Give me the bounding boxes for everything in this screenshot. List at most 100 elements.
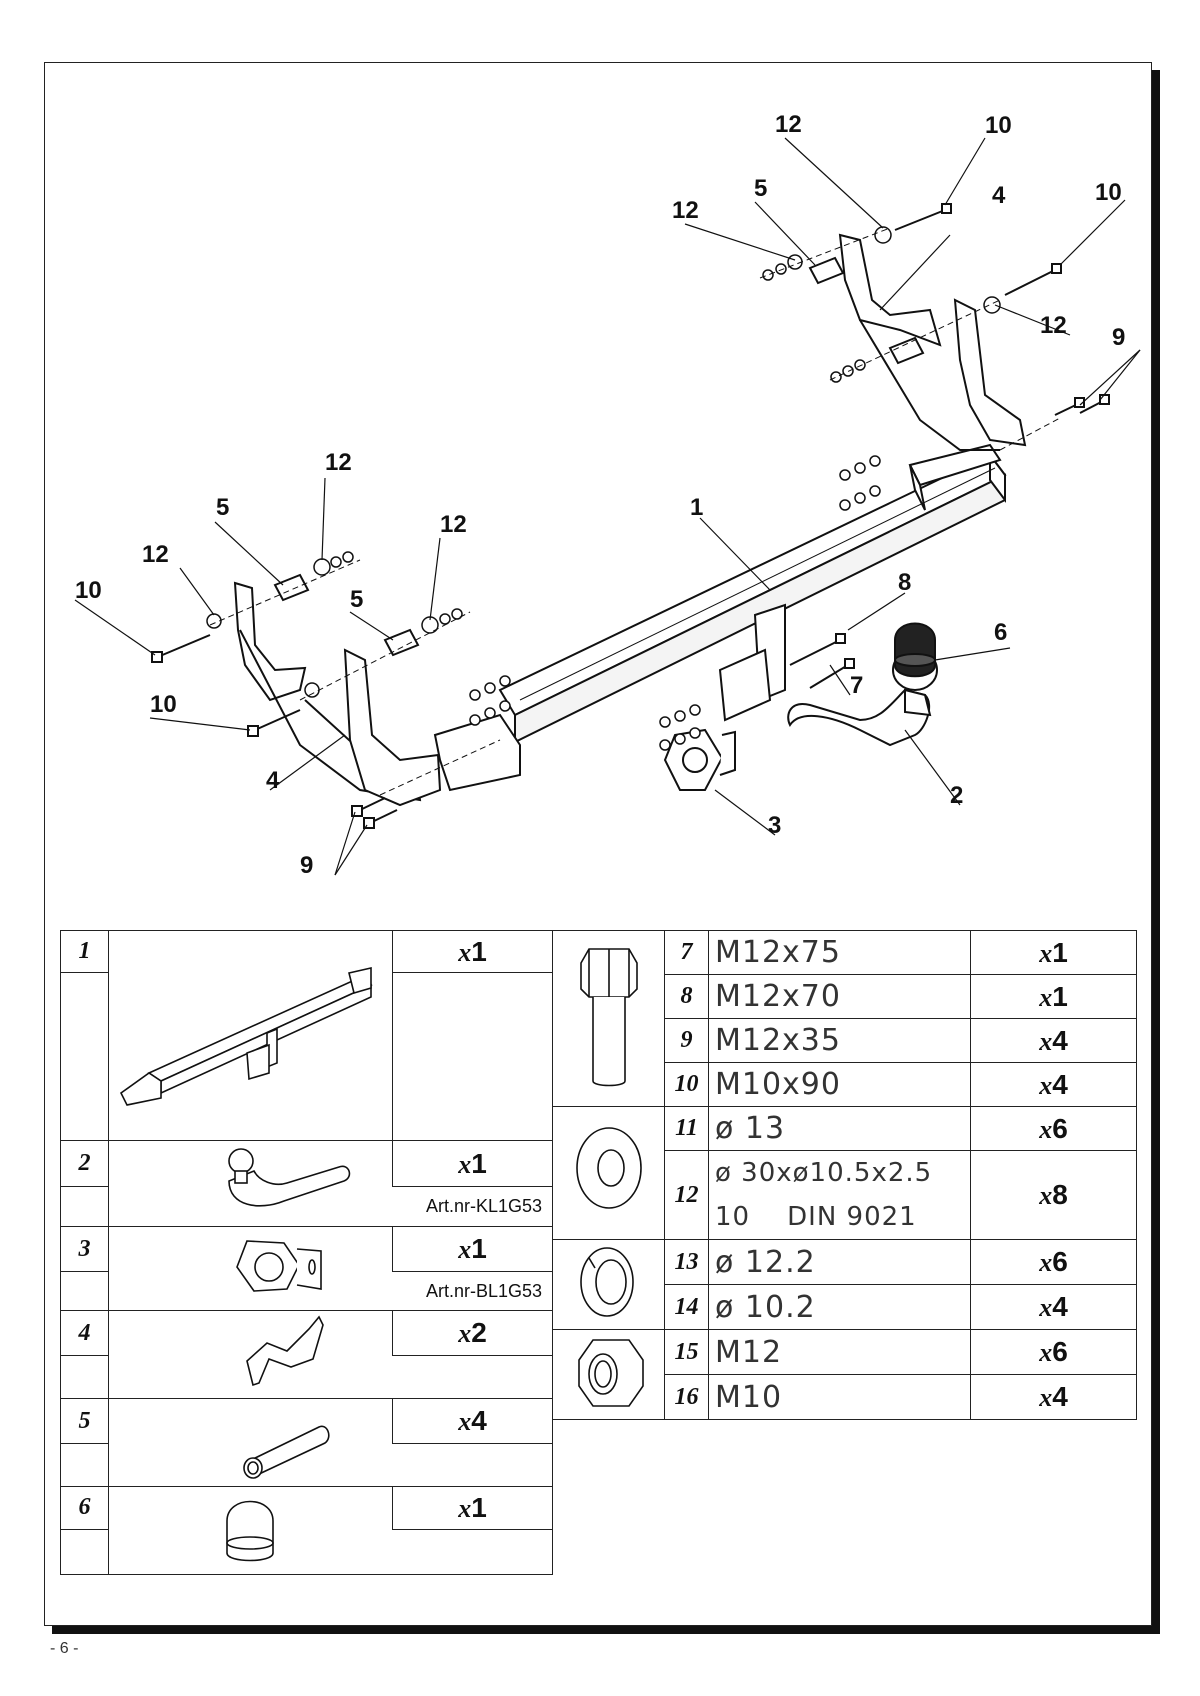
washer-spec: ø 30xø10.5x2.5 10 DIN 9021 [708, 1150, 971, 1240]
right-bracket-part-4 [838, 233, 1027, 451]
leader-lines [74, 137, 1141, 876]
quantity: x4 [970, 1062, 1137, 1107]
callout-labels: 1 2 3 4 4 5 5 5 6 7 8 9 9 10 10 10 10 12… [75, 111, 1125, 879]
quantity: x1 [392, 1486, 553, 1530]
callout: 12 [325, 449, 352, 476]
bolt-spec: M10x90 [708, 1062, 971, 1107]
bolt-spec: M12x70 [708, 974, 971, 1019]
callout: 2 [950, 782, 963, 809]
spring-washer-icon [579, 1247, 634, 1317]
part-image-cell [108, 1310, 393, 1399]
bolt-spec: M12x35 [708, 1018, 971, 1063]
callout: 12 [775, 111, 802, 138]
hex-nut-icon [577, 1339, 644, 1407]
callout: 3 [768, 812, 781, 839]
callout: 12 [672, 197, 699, 224]
part-number: 16 [664, 1374, 709, 1420]
exploded-assembly-diagram: 1 2 3 4 4 5 5 5 6 7 8 9 9 10 10 10 10 12… [74, 111, 1141, 879]
callout: 4 [266, 767, 280, 794]
part-image-cell [108, 1226, 393, 1311]
ball-cap-thumbnail [226, 1500, 274, 1562]
washer-image-cell [552, 1106, 665, 1240]
flat-washer-icon [575, 1126, 642, 1209]
part-number: 8 [664, 974, 709, 1019]
spacer-tube-thumbnail [243, 1425, 330, 1479]
quantity: x6 [970, 1329, 1137, 1375]
towball-thumbnail [228, 1148, 351, 1207]
part-number: 10 [664, 1062, 709, 1107]
part-number: 14 [664, 1284, 709, 1330]
article-number: Art.nr-KL1G53 [392, 1186, 553, 1227]
part-number: 9 [664, 1018, 709, 1063]
nut-spec: M10 [708, 1374, 971, 1420]
socket-plate-thumbnail [236, 1240, 322, 1292]
part-number: 15 [664, 1329, 709, 1375]
quantity: x1 [392, 1225, 553, 1273]
callout: 7 [850, 672, 863, 699]
quantity: x6 [970, 1239, 1137, 1285]
left-parts-table: 1 x1 2 [60, 930, 553, 1576]
spacer-tubes-part-5 [273, 256, 925, 657]
part-image-cell [108, 1140, 393, 1227]
callout: 5 [216, 494, 229, 521]
ball-cap-part-6 [894, 622, 936, 678]
socket-plate-part-3 [663, 728, 736, 791]
part-number: 12 [664, 1150, 709, 1240]
nut-image-cell [552, 1329, 665, 1420]
callout: 9 [1112, 324, 1125, 351]
assembly-axes [209, 227, 1061, 796]
quantity: x4 [970, 1374, 1137, 1420]
callout: 10 [75, 577, 102, 604]
quantity: x6 [970, 1106, 1137, 1151]
page-number: - 6 - [50, 1640, 79, 1657]
article-number: Art.nr-BL1G53 [392, 1271, 553, 1311]
nut-spec: M12 [708, 1329, 971, 1375]
quantity: x4 [970, 1018, 1137, 1063]
right-hardware-table: 7 M12x75 x1 8 M12x70 x1 9 M12x35 x4 10 M… [552, 930, 1137, 1420]
quantity: x2 [392, 1309, 553, 1357]
bolt-image-cell [552, 930, 665, 1107]
part-number: 6 [60, 1486, 109, 1530]
callout: 10 [985, 112, 1012, 139]
part-number: 5 [60, 1397, 109, 1445]
callout: 6 [994, 619, 1007, 646]
quantity: x8 [970, 1150, 1137, 1240]
bolt-icon [579, 948, 638, 1087]
part-image-cell [108, 1398, 393, 1487]
washer-spec: ø 13 [708, 1106, 971, 1151]
quantity: x4 [392, 1397, 553, 1445]
part-image-cell [108, 930, 393, 1141]
part-number: 2 [60, 1139, 109, 1188]
part-number: 13 [664, 1239, 709, 1285]
left-bracket-part-4 [233, 581, 442, 807]
bracket-thumbnail [246, 1315, 324, 1387]
callout: 12 [440, 511, 467, 538]
quantity: x1 [392, 1139, 553, 1188]
callout: 5 [350, 586, 363, 613]
spring-washer-image-cell [552, 1239, 665, 1330]
callout: 10 [1095, 179, 1122, 206]
callout: 9 [300, 852, 313, 879]
part-number: 7 [664, 930, 709, 975]
quantity: x1 [970, 974, 1137, 1019]
part-number: 11 [664, 1106, 709, 1151]
part-image-cell [108, 1486, 393, 1575]
bolts [151, 203, 1110, 829]
callout: 12 [142, 541, 169, 568]
crossbar-thumbnail [119, 966, 373, 1106]
callout: 12 [1040, 312, 1067, 339]
spring-washer-spec: ø 12.2 [708, 1239, 971, 1285]
spring-washer-spec: ø 10.2 [708, 1284, 971, 1330]
quantity: x4 [970, 1284, 1137, 1330]
callout: 8 [898, 569, 911, 596]
callout: 5 [754, 175, 767, 202]
quantity: x1 [970, 930, 1137, 975]
callout: 10 [150, 691, 177, 718]
part-number: 4 [60, 1309, 109, 1357]
callout: 1 [690, 494, 703, 521]
part-number: 3 [60, 1225, 109, 1273]
bolt-spec: M12x75 [708, 930, 971, 975]
callout: 4 [992, 182, 1006, 209]
quantity: x1 [392, 930, 553, 973]
crossbar-part-1 [433, 443, 1007, 792]
